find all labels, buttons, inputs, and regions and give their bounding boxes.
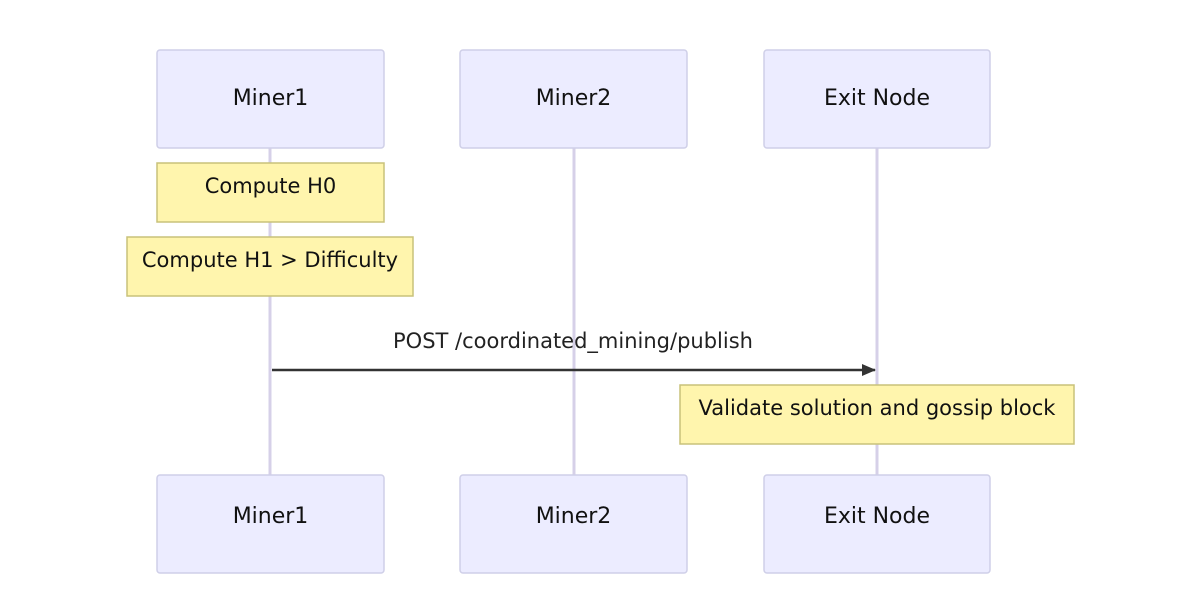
actor-exit-node-bottom: Exit Node: [763, 474, 991, 574]
actor-miner1-bottom: Miner1: [156, 474, 385, 574]
note-compute-h0: Compute H0: [156, 162, 385, 223]
note-compute-h1: Compute H1 > Difficulty: [126, 236, 414, 297]
actor-miner2-top: Miner2: [459, 49, 688, 149]
actor-label: Miner2: [536, 86, 612, 111]
note-text: Compute H0: [205, 174, 337, 198]
actor-miner1-top: Miner1: [156, 49, 385, 149]
note-validate: Validate solution and gossip block: [679, 384, 1075, 445]
message-label: POST /coordinated_mining/publish: [393, 329, 753, 354]
note-text: Compute H1 > Difficulty: [142, 248, 398, 272]
actor-label: Miner2: [536, 504, 612, 529]
actor-label: Miner1: [233, 504, 309, 529]
actor-label: Miner1: [233, 86, 309, 111]
actor-label: Exit Node: [824, 504, 930, 529]
actor-label: Exit Node: [824, 86, 930, 111]
message-publish: POST /coordinated_mining/publish: [272, 329, 876, 376]
actor-miner2-bottom: Miner2: [459, 474, 688, 574]
note-text: Validate solution and gossip block: [699, 396, 1057, 420]
actor-exit-node-top: Exit Node: [763, 49, 991, 149]
